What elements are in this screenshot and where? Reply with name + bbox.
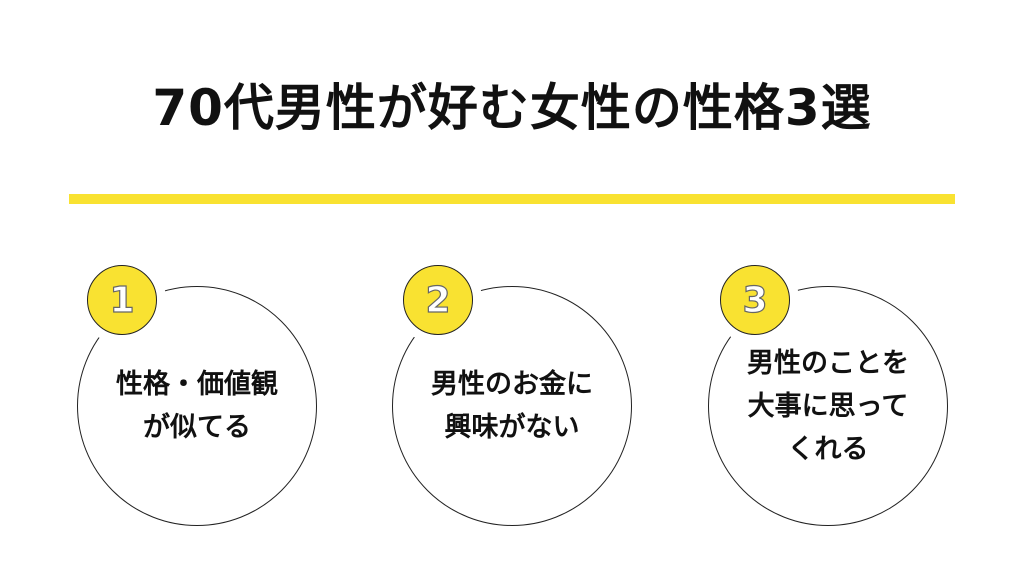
- item-circle-2: 男性のお金に 興味がない: [392, 286, 632, 526]
- item-circle-3: 男性のことを 大事に思って くれる: [708, 286, 948, 526]
- item-text: 男性のことを 大事に思って くれる: [747, 347, 909, 465]
- number-badge-2: 2: [403, 265, 473, 335]
- page-title: 70代男性が好む女性の性格3選: [152, 79, 872, 137]
- number-badge-1: 1: [87, 265, 157, 335]
- item-text: 男性のお金に 興味がない: [431, 369, 593, 443]
- accent-divider: [69, 194, 955, 204]
- item-text: 性格・価値観 が似てる: [116, 369, 278, 443]
- item-circle-1: 性格・価値観 が似てる: [77, 286, 317, 526]
- number-badge-3: 3: [720, 265, 790, 335]
